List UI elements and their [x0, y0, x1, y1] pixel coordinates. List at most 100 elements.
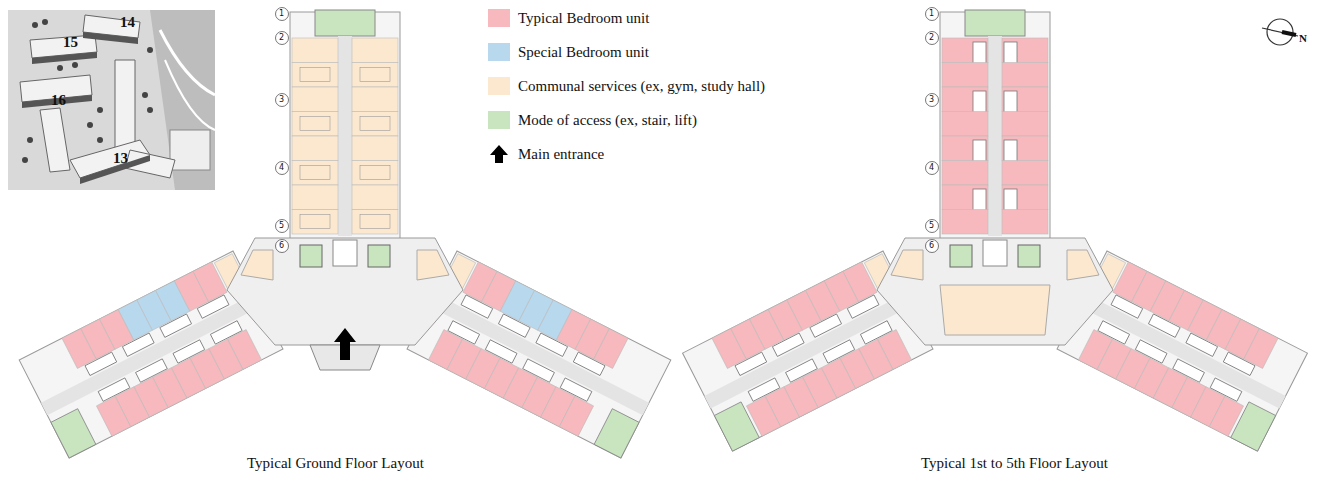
stair: [315, 10, 375, 36]
grid-number: 4: [279, 164, 284, 172]
grid-number: 2: [279, 34, 284, 42]
corridor: [338, 36, 352, 236]
communal-space: [292, 136, 338, 161]
grid-bubble: [926, 8, 939, 21]
communal-space: [940, 285, 1050, 335]
bedroom-unit: [1002, 161, 1048, 186]
communal-space: [352, 87, 398, 112]
legend-swatch: [488, 77, 510, 95]
grid-bubble: [926, 162, 939, 175]
bedroom-unit: [559, 396, 593, 436]
stair: [333, 240, 357, 266]
communal-space: [1067, 250, 1099, 280]
stair: [965, 10, 1025, 36]
grid-bubble: [926, 32, 939, 45]
legend-swatch: [488, 43, 510, 61]
compass-letter: N: [1299, 33, 1307, 44]
furniture: [360, 166, 390, 180]
callout-number: 14: [120, 15, 135, 30]
grid-bubble: [926, 94, 939, 107]
bedroom-unit: [712, 329, 746, 369]
grid-number: 5: [929, 222, 934, 230]
communal-space: [417, 250, 449, 280]
bedroom-unit: [1244, 329, 1278, 369]
grid-number: 1: [929, 10, 934, 18]
furniture: [360, 68, 390, 82]
plan-caption: Typical Ground Floor Layout: [247, 456, 424, 471]
legend-text: Main entrance: [518, 147, 604, 162]
grid-number: 6: [929, 242, 934, 250]
communal-space: [352, 185, 398, 210]
communal-space: [292, 63, 338, 88]
communal-space: [891, 250, 923, 280]
bedroom-unit: [62, 329, 96, 369]
stair: [714, 402, 759, 451]
bedroom-unit: [96, 396, 130, 436]
communal-space: [292, 112, 338, 137]
grid-bubble: [276, 94, 289, 107]
grid-number: 6: [279, 242, 284, 250]
lift: [368, 245, 390, 267]
bedroom-unit: [1002, 112, 1048, 137]
grid-number: 5: [279, 222, 284, 230]
bedroom-unit: [1002, 210, 1048, 235]
communal-space: [292, 87, 338, 112]
grid-number: 3: [279, 96, 284, 104]
communal-space: [292, 38, 338, 63]
wing-outline: [290, 12, 400, 240]
arrow-symbol: [490, 145, 508, 163]
lift: [1018, 245, 1040, 267]
grid-bubble: [276, 240, 289, 253]
communal-space: [352, 112, 398, 137]
grid-number: 2: [929, 34, 934, 42]
grid-bubble: [276, 220, 289, 233]
grid-bubble: [276, 162, 289, 175]
bedroom-unit: [942, 161, 988, 186]
communal-space: [292, 185, 338, 210]
bedroom-unit: [1002, 63, 1048, 88]
stair: [1231, 402, 1276, 451]
bedroom-unit: [942, 112, 988, 137]
communal-space: [241, 250, 273, 280]
communal-space: [352, 63, 398, 88]
grid-number: 1: [279, 10, 284, 18]
lift: [950, 245, 972, 267]
grid-bubble: [926, 240, 939, 253]
furniture: [300, 215, 330, 229]
legend-text: Communal services (ex, gym, study hall): [518, 79, 765, 94]
communal-space: [292, 161, 338, 186]
bedroom-unit: [594, 329, 628, 369]
entrance-arrow: [334, 328, 356, 360]
ground-floor-plan: [19, 8, 671, 458]
furniture: [300, 68, 330, 82]
legend-text: Mode of access (ex, stair, lift): [518, 113, 697, 128]
stair: [51, 409, 96, 458]
legend-swatch: [488, 111, 510, 129]
stair: [594, 409, 639, 458]
lift: [300, 245, 322, 267]
bedroom-unit: [942, 210, 988, 235]
bedroom-unit: [942, 63, 988, 88]
communal-space: [352, 38, 398, 63]
furniture: [360, 215, 390, 229]
communal-space: [352, 136, 398, 161]
legend-text: Typical Bedroom unit: [518, 11, 649, 26]
callout-number: 16: [51, 93, 66, 108]
furniture: [300, 117, 330, 131]
callout-number: 15: [63, 35, 78, 50]
site-rendering: [8, 10, 215, 190]
legend-text: Special Bedroom unit: [518, 45, 649, 60]
communal-space: [352, 210, 398, 235]
furniture: [300, 166, 330, 180]
upper-floor-plan: [683, 8, 1308, 452]
grid-bubble: [276, 8, 289, 21]
grid-number: 4: [929, 164, 934, 172]
corridor: [988, 36, 1002, 236]
hub: [877, 238, 1113, 345]
plan-caption: Typical 1st to 5th Floor Layout: [921, 456, 1108, 471]
communal-space: [352, 161, 398, 186]
furniture: [360, 117, 390, 131]
callout-number: 13: [113, 151, 128, 166]
grid-bubble: [276, 32, 289, 45]
